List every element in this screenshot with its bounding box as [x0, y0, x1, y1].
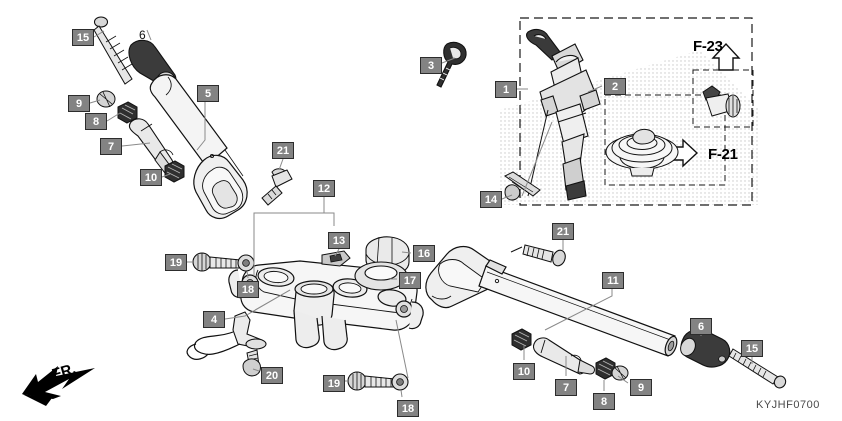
bolt-15-part [93, 16, 133, 85]
callout-18[interactable]: 18 [237, 281, 259, 298]
right-arrow-icon [670, 138, 699, 168]
callout-17[interactable]: 17 [399, 272, 421, 289]
callout-1[interactable]: 1 [495, 81, 517, 98]
callout-10[interactable]: 10 [513, 363, 535, 380]
washer-18-upper-part [237, 254, 255, 272]
nut-10-right-part [511, 328, 532, 351]
callout-18[interactable]: 18 [397, 400, 419, 417]
callout-9[interactable]: 9 [68, 95, 90, 112]
callout-10[interactable]: 10 [140, 169, 162, 186]
callout-15[interactable]: 15 [72, 29, 94, 46]
nut-8-right-part [595, 357, 616, 380]
callout-16[interactable]: 16 [413, 245, 435, 262]
ignition-switch-part [526, 28, 601, 201]
plain-number-6: 6 [139, 28, 146, 42]
callout-19[interactable]: 19 [323, 375, 345, 392]
ignition-key-part [436, 41, 467, 88]
bolt-21-left-part [261, 168, 293, 206]
clip-13-part [321, 250, 351, 267]
callout-15[interactable]: 15 [741, 340, 763, 357]
washer-9-right-part [611, 365, 629, 381]
callout-9[interactable]: 9 [630, 379, 652, 396]
bolt-19-lower-part [347, 371, 395, 391]
callout-21[interactable]: 21 [272, 142, 294, 159]
washer-9-part [96, 90, 116, 108]
drawing-code: KYJHF0700 [756, 399, 820, 411]
callout-11[interactable]: 11 [602, 272, 624, 289]
front-direction-arrow-icon [22, 366, 95, 406]
callout-8[interactable]: 8 [85, 113, 107, 130]
handlebar-left-5-part [149, 74, 248, 220]
washer-17-part [354, 261, 408, 291]
section-ref-f-21[interactable]: F-21 [708, 146, 738, 163]
up-arrow-icon [711, 42, 741, 71]
bolt-19-upper-part [192, 252, 241, 272]
callout-4[interactable]: 4 [203, 311, 225, 328]
nut-8-part [117, 101, 138, 124]
bolt-20-part [242, 349, 261, 377]
handlebar-right-11-part [425, 245, 678, 357]
washer-18-lower-part [391, 373, 409, 391]
callout-5[interactable]: 5 [197, 85, 219, 102]
callout-13[interactable]: 13 [328, 232, 350, 249]
callout-14[interactable]: 14 [480, 191, 502, 208]
callout-7[interactable]: 7 [555, 379, 577, 396]
callout-2[interactable]: 2 [604, 78, 626, 95]
cap-subassembly-part [605, 128, 679, 177]
callout-3[interactable]: 3 [420, 57, 442, 74]
section-ref-f-23[interactable]: F-23 [693, 38, 723, 55]
callout-7[interactable]: 7 [100, 138, 122, 155]
nut-10-part [164, 160, 185, 183]
callout-8[interactable]: 8 [593, 393, 615, 410]
callout-6[interactable]: 6 [690, 318, 712, 335]
bolt-15-right-part [728, 348, 787, 389]
bolt-21-right-part [510, 244, 566, 267]
lock-cylinder-part [702, 85, 741, 118]
callout-12[interactable]: 12 [313, 180, 335, 197]
shaft-7-right-part [532, 337, 595, 375]
callout-21[interactable]: 21 [552, 223, 574, 240]
callout-19[interactable]: 19 [165, 254, 187, 271]
callout-20[interactable]: 20 [261, 367, 283, 384]
